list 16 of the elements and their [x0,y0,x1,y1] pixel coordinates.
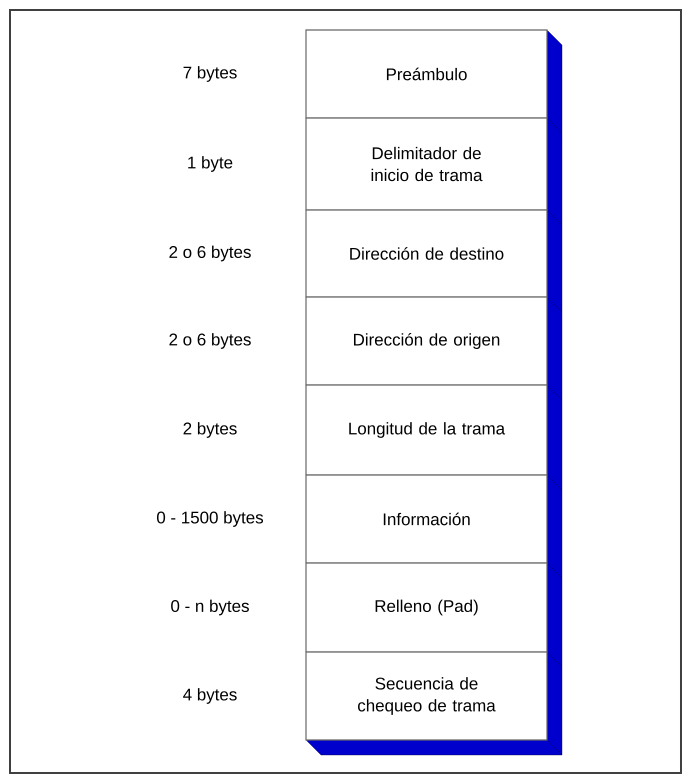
field-box: Longitud de la trama [305,384,548,476]
size-label: 2 o 6 bytes [169,333,251,349]
size-label: 4 bytes [183,688,237,704]
field-box: Dirección de origen [305,296,548,386]
field-box: Dirección de destino [305,209,548,298]
size-label: 1 byte [188,156,232,172]
size-label: 2 bytes [184,422,237,438]
field-box: Secuencia de chequeo de trama [305,651,548,741]
field-box: Relleno (Pad) [305,562,548,653]
size-label: 0 - 1500 bytes [157,511,264,527]
size-label: 2 o 6 bytes [169,246,251,262]
field-box: Delimitador de inicio de trama [305,117,548,211]
size-label: 7 bytes [184,66,237,82]
field-box: Preámbulo [305,29,548,119]
size-label: 0 - n bytes [171,600,249,616]
field-box: Información [305,474,548,564]
